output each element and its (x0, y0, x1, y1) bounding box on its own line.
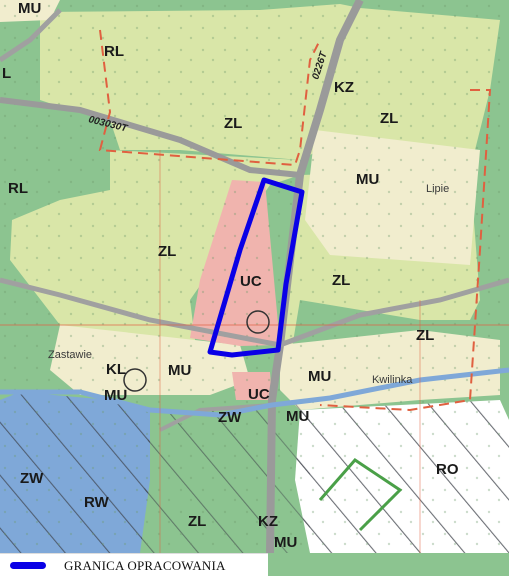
zone-label-l-left: L (2, 65, 11, 82)
zone-label-mu-top: MU (18, 0, 41, 17)
industrial-triangle-outline (318, 458, 403, 532)
place-label-kwilinka: Kwilinka (372, 374, 413, 386)
road-east (279, 277, 509, 348)
zone-label-zl-right-lower: ZL (416, 327, 434, 344)
zone-label-mu-center: MU (168, 362, 191, 379)
place-label-lipie: Lipie (426, 183, 449, 195)
zone-label-ro: RO (436, 461, 459, 478)
zone-label-zw-left: ZW (20, 470, 44, 487)
road-0226t (266, 0, 364, 554)
map-legend: GRANICA OPRACOWANIA (0, 553, 268, 576)
zone-label-zw-center: ZW (218, 409, 242, 426)
legend-label: GRANICA OPRACOWANIA (64, 557, 226, 573)
zone-label-kl: KL (106, 361, 126, 378)
forest-texture (0, 0, 509, 553)
place-label-zastawie: Zastawie (48, 349, 92, 361)
symbol-circle-uc (246, 310, 270, 334)
zone-label-rl-top: RL (104, 43, 124, 60)
road-south-west (159, 403, 273, 432)
zone-label-zl-mid-left: ZL (158, 243, 176, 260)
zone-label-kz-bottom: KZ (258, 513, 278, 530)
zone-label-zl-upper: ZL (224, 115, 242, 132)
plan-boundary-dashed-east (319, 89, 492, 412)
zone-label-uc-main: UC (240, 273, 262, 290)
symbol-circle-kl (123, 368, 147, 392)
boundary-line-swatch (10, 562, 46, 569)
zone-label-mu-south: MU (286, 408, 309, 425)
zone-label-uc-small: UC (248, 386, 270, 403)
study-area-boundary[interactable] (207, 177, 305, 358)
plan-boundary-dashed (98, 29, 321, 167)
zone-label-zl-bottom: ZL (188, 513, 206, 530)
river-kwilinka (0, 367, 509, 418)
zone-label-rw: RW (84, 494, 110, 511)
zone-label-mu-left: MU (104, 387, 127, 404)
zone-label-mu-right: MU (356, 171, 379, 188)
road-003030t (0, 97, 301, 178)
zone-label-mu-east: MU (308, 368, 331, 385)
zone-label-zl-right-upper: ZL (380, 110, 398, 127)
zone-label-rl-left: RL (8, 180, 28, 197)
zone-label-zl-mid-right: ZL (332, 272, 350, 289)
zone-label-kz-top: KZ (334, 79, 354, 96)
zone-label-mu-bottom: MU (274, 534, 297, 551)
road-west-upper (0, 8, 62, 63)
